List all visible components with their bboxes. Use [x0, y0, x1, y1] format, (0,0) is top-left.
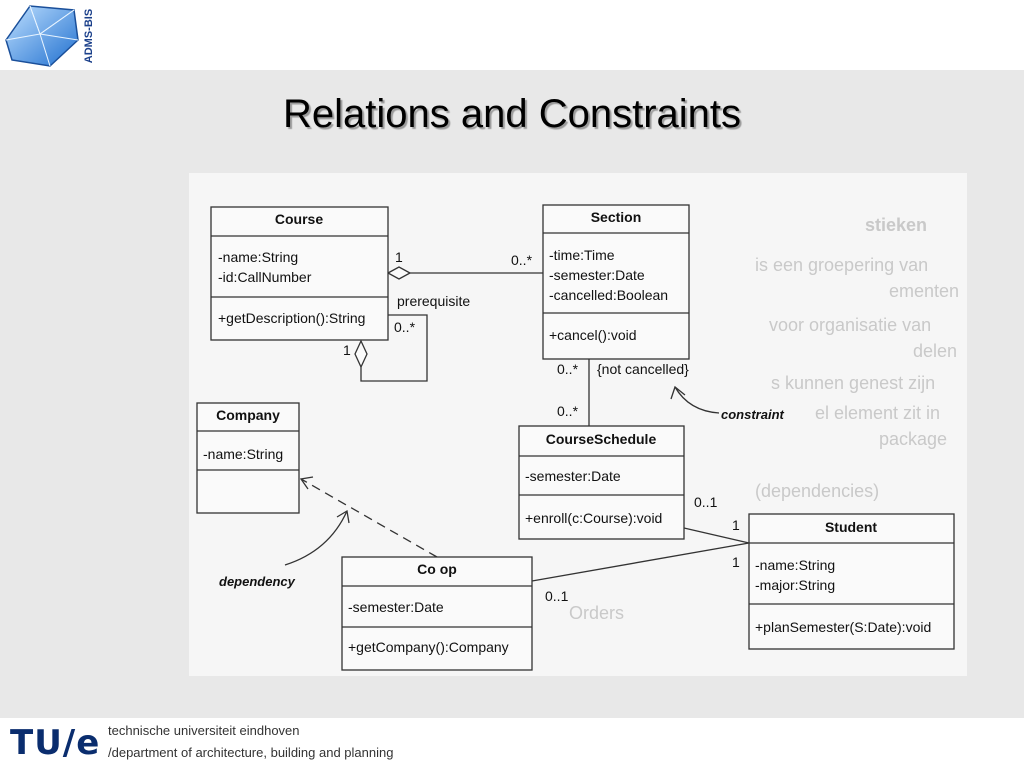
class-name: Student: [825, 519, 877, 535]
constraint-pointer: [674, 386, 720, 414]
prerequisite-association: [360, 314, 428, 382]
connectors: [284, 266, 750, 582]
multiplicity-label: 1: [732, 517, 740, 533]
ghost-text: stieken: [865, 215, 927, 235]
adms-bis-logo: ADMS-BIS: [5, 5, 95, 67]
ghost-text: package: [879, 429, 947, 449]
ghost-text: el element zit in: [815, 403, 940, 423]
class-operation: +enroll(c:Course):void: [525, 510, 662, 526]
ghost-text: delen: [913, 341, 957, 361]
class-name: Section: [591, 209, 642, 225]
class-student: Student -name:String -major:String +plan…: [748, 513, 955, 650]
constraint-text: {not cancelled}: [597, 361, 689, 377]
constraint-arrowhead: [670, 385, 686, 400]
ghost-text: voor organisatie van: [769, 315, 931, 335]
multiplicity-label: 0..*: [557, 361, 579, 377]
dependency-arrow: [300, 478, 438, 558]
class-attribute: -semester:Date: [549, 267, 645, 283]
tue-logo: TU/e: [10, 723, 101, 763]
class-attribute: -name:String: [755, 557, 835, 573]
multiplicity-label: 1: [732, 554, 740, 570]
multiplicity-label: 0..1: [545, 588, 569, 604]
class-coop: Co op -semester:Date +getCompany():Compa…: [341, 556, 533, 671]
class-operation: +getDescription():String: [218, 310, 365, 326]
class-attribute: -semester:Date: [525, 468, 621, 484]
dependency-pointer-arrowhead: [336, 509, 350, 524]
footer: TU/e technische universiteit eindhoven /…: [0, 718, 1024, 768]
association-label: prerequisite: [397, 293, 470, 309]
multiplicity-label: 0..*: [394, 319, 416, 335]
coop-student-association: [531, 542, 750, 582]
top-bar: ADMS-BIS: [0, 0, 1024, 70]
class-section: Section -time:Time -semester:Date -cance…: [542, 204, 690, 360]
slide-title: Relations and Constraints: [282, 92, 742, 136]
class-attribute: -name:String: [203, 446, 283, 462]
schedule-student-association: [683, 527, 750, 544]
class-attribute: -cancelled:Boolean: [549, 287, 668, 303]
multiplicity-label: 1: [395, 249, 403, 265]
class-attribute: -id:CallNumber: [218, 269, 312, 285]
uml-class-diagram: stieken is een groepering van ementen vo…: [189, 173, 967, 676]
class-name: CourseSchedule: [546, 431, 657, 447]
multiplicity-label: 0..*: [511, 252, 533, 268]
department-name: /department of architecture, building an…: [108, 745, 394, 760]
diagram-labels: 1 0..* prerequisite 0..* 1 0..* {not can…: [219, 249, 785, 604]
ghost-text: ementen: [889, 281, 959, 301]
class-attribute: -major:String: [755, 577, 835, 593]
class-course: Course -name:String -id:CallNumber +getD…: [210, 206, 389, 341]
class-company: Company -name:String: [196, 402, 300, 514]
class-operation: +cancel():void: [549, 327, 637, 343]
constraint-note: constraint: [721, 407, 785, 422]
prerequisite-diamond: [354, 339, 368, 369]
class-operation: +planSemester(S:Date):void: [755, 619, 931, 635]
dependency-note: dependency: [219, 574, 296, 589]
class-attribute: -semester:Date: [348, 599, 444, 615]
class-attribute: -name:String: [218, 249, 298, 265]
class-courseschedule: CourseSchedule -semester:Date +enroll(c:…: [518, 425, 685, 540]
multiplicity-label: 1: [343, 342, 351, 358]
multiplicity-label: 0..1: [694, 494, 718, 510]
class-name: Co op: [417, 561, 457, 577]
ghost-text: (dependencies): [755, 481, 879, 501]
university-name: technische universiteit eindhoven: [108, 723, 300, 738]
class-name: Course: [275, 211, 323, 227]
ghost-text: s kunnen genest zijn: [771, 373, 935, 393]
class-attribute: -time:Time: [549, 247, 615, 263]
dependency-arrowhead: [299, 476, 314, 490]
background-ghost-text: stieken is een groepering van ementen vo…: [569, 215, 959, 623]
ghost-text: is een groepering van: [755, 255, 928, 275]
dependency-pointer: [284, 510, 348, 566]
class-name: Company: [216, 407, 280, 423]
ghost-text: Orders: [569, 603, 624, 623]
multiplicity-label: 0..*: [557, 403, 579, 419]
aggregation-diamond: [386, 266, 412, 280]
logo-text: ADMS-BIS: [83, 9, 95, 63]
class-operation: +getCompany():Company: [348, 639, 509, 655]
